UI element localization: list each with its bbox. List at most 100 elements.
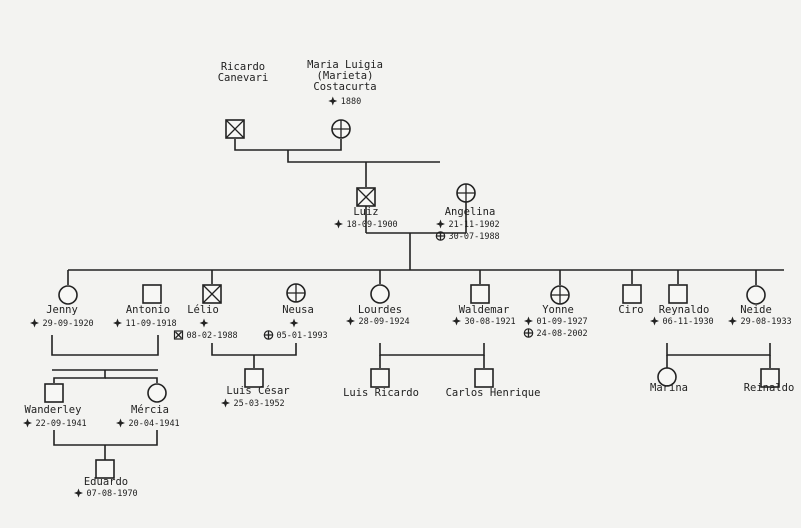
birth-star-icon xyxy=(650,316,659,326)
birth-date: 20-04-1941 xyxy=(129,419,180,429)
birth-date: 18-09-1900 xyxy=(347,220,398,230)
person-name: Canevari xyxy=(218,72,269,84)
person-name: Marina xyxy=(650,382,688,394)
birth-date: 25-03-1952 xyxy=(234,399,285,409)
birth-date: 21-11-1902 xyxy=(449,220,500,230)
birth-date: 01-09-1927 xyxy=(537,317,588,327)
birth-star-icon xyxy=(23,418,32,428)
person-name: Costacurta xyxy=(313,81,376,93)
female-circle-icon xyxy=(58,285,78,305)
death-date: 08-02-1988 xyxy=(187,331,238,341)
female-circle-icon xyxy=(370,284,390,304)
female-circle-icon xyxy=(147,383,167,403)
x-mark xyxy=(356,187,376,207)
birth-star-icon xyxy=(199,318,209,328)
plus-mark xyxy=(332,120,350,138)
birth-date: 06-11-1930 xyxy=(663,317,714,327)
person-name: Luis Ricardo xyxy=(343,387,419,399)
male-square-icon xyxy=(95,459,115,479)
death-symbol-icon xyxy=(523,328,534,338)
person-name: Angelina xyxy=(445,206,496,218)
male-square-icon xyxy=(760,368,780,388)
person-name: Carlos Henrique xyxy=(446,387,541,399)
death-date: 24-08-2002 xyxy=(537,329,588,339)
person-name: Yonne xyxy=(542,304,574,316)
plus-mark xyxy=(436,232,445,240)
birth-date: 30-08-1921 xyxy=(465,317,516,327)
birth-star-icon xyxy=(116,418,125,428)
plus-mark xyxy=(551,286,569,304)
male-square-icon xyxy=(142,284,162,304)
male-square-icon xyxy=(474,368,494,388)
person-maria: Maria Luigia(Marieta)Costacurta 1880 xyxy=(307,59,383,139)
x-mark xyxy=(202,284,222,304)
birth-star-icon xyxy=(30,318,39,328)
birth-star-icon xyxy=(452,316,461,326)
birth-star-icon xyxy=(436,219,445,229)
birth-star-icon xyxy=(74,488,83,498)
person-name: (Marieta) xyxy=(317,70,374,82)
plus-mark xyxy=(287,284,305,302)
person-luis-cesar: Luis César 25-03-1952 xyxy=(221,368,290,409)
birth-star-icon xyxy=(334,219,343,229)
person-name: Maria Luigia xyxy=(307,59,383,71)
birth-date: 29-08-1933 xyxy=(741,317,792,327)
birth-star-icon xyxy=(728,316,737,326)
death-symbol-icon xyxy=(173,330,184,340)
death-date: 05-01-1993 xyxy=(277,331,328,341)
plus-mark xyxy=(457,184,475,202)
death-date: 30-07-1988 xyxy=(449,232,500,242)
birth-date: 11-09-1918 xyxy=(126,319,177,329)
x-mark xyxy=(225,119,245,139)
male-square-icon xyxy=(668,284,688,304)
person-name: Neide xyxy=(740,304,772,316)
death-symbol-icon xyxy=(263,330,274,340)
person-jenny: Jenny 29-09-1920 xyxy=(30,285,94,329)
birth-date: 1880 xyxy=(341,97,361,107)
person-name: Antonio xyxy=(126,304,170,316)
person-angelina: Angelina 21-11-1902 30-07-1988 xyxy=(435,183,500,242)
male-square-icon xyxy=(370,368,390,388)
person-name: Ricardo xyxy=(221,61,265,73)
person-reinaldo: Reinaldo xyxy=(744,368,795,394)
person-name: Neusa xyxy=(282,304,314,316)
person-name: Luiz xyxy=(353,206,378,218)
plus-mark xyxy=(524,329,533,337)
birth-date: 07-08-1970 xyxy=(87,489,138,499)
person-name: Luis César xyxy=(226,385,289,397)
female-circle-icon xyxy=(746,285,766,305)
person-name: Eduardo xyxy=(84,476,128,488)
person-name: Reynaldo xyxy=(659,304,710,316)
female-circle-icon xyxy=(657,367,677,387)
person-name: Jenny xyxy=(46,304,78,316)
birth-date: 29-09-1920 xyxy=(43,319,94,329)
birth-date: 22-09-1941 xyxy=(36,419,87,429)
male-square-icon xyxy=(244,368,264,388)
x-mark xyxy=(175,331,182,339)
plus-mark xyxy=(264,331,273,339)
person-name: Ciro xyxy=(618,304,643,316)
birth-star-icon xyxy=(328,96,338,106)
person-wanderley: Wanderley 22-09-1941 xyxy=(23,383,87,429)
birth-star-icon xyxy=(346,316,355,326)
person-name: Wanderley xyxy=(25,404,82,416)
person-name: Lélio xyxy=(187,304,219,316)
birth-star-icon xyxy=(221,398,230,408)
person-luis-ricardo: Luis Ricardo xyxy=(343,368,419,399)
person-name: Reinaldo xyxy=(744,382,795,394)
person-luiz: Luiz 18-09-1900 xyxy=(334,187,398,230)
male-square-icon xyxy=(470,284,490,304)
birth-date: 28-09-1924 xyxy=(359,317,410,327)
connector-lines xyxy=(51,139,784,460)
person-name: Waldemar xyxy=(459,304,510,316)
person-antonio: Antonio 11-09-1918 xyxy=(113,284,177,329)
birth-star-icon xyxy=(524,316,533,326)
